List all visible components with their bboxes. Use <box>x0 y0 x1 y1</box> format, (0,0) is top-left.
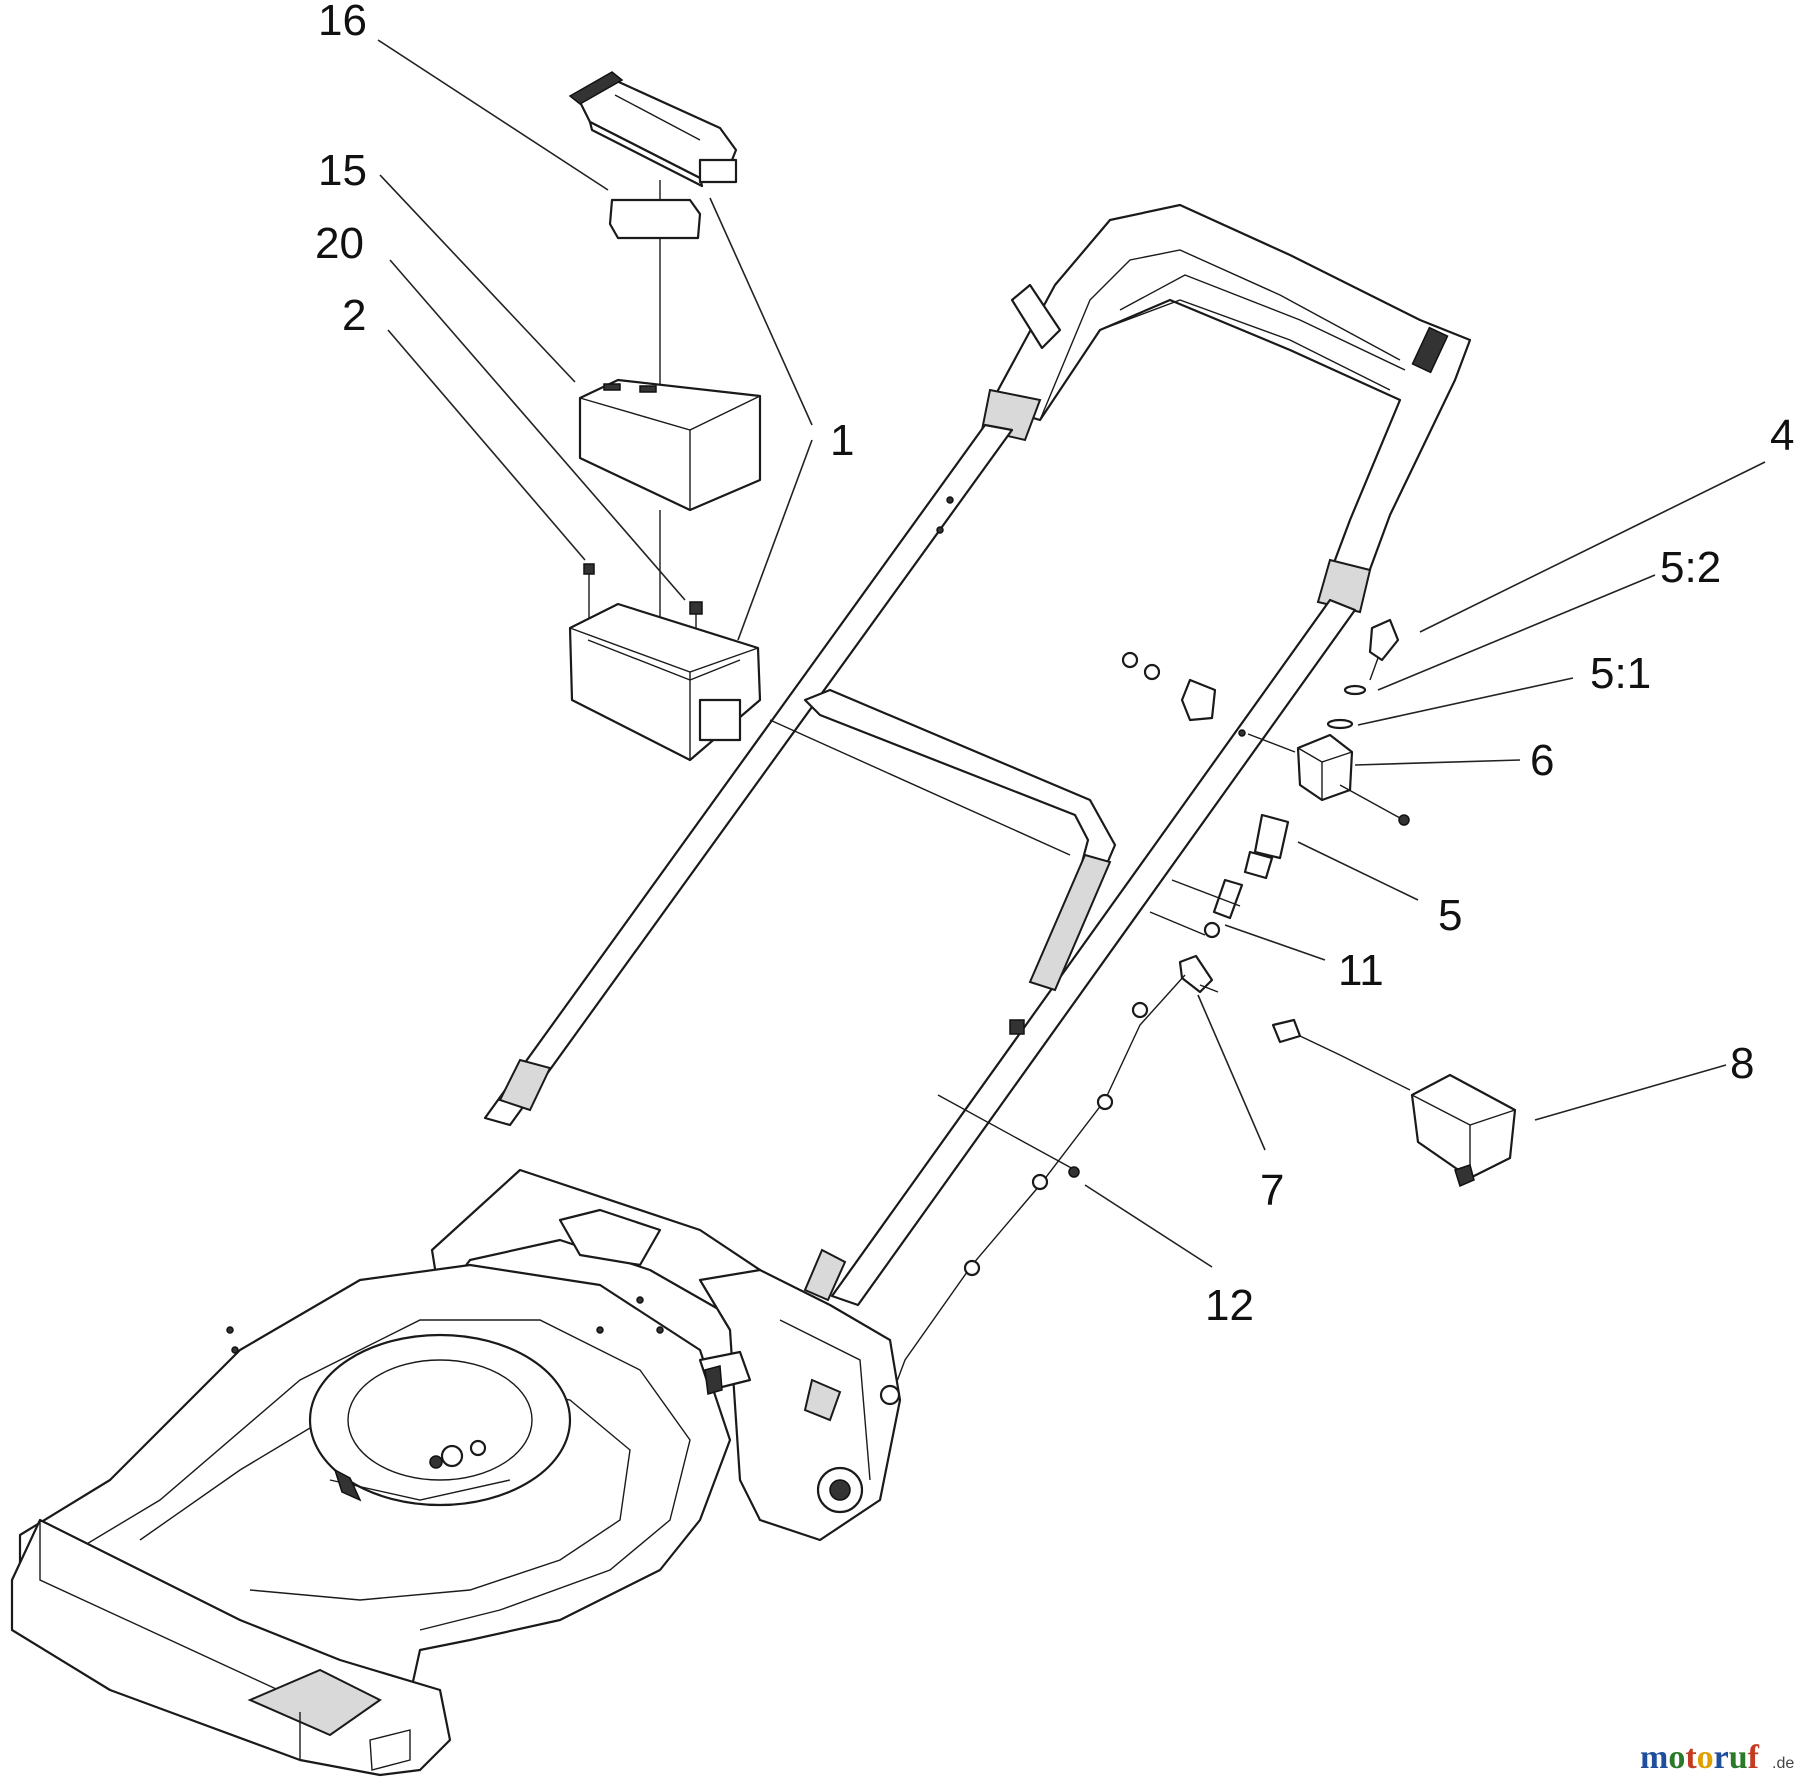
battery <box>578 378 762 512</box>
leader-11 <box>1224 924 1326 961</box>
battery-tray <box>568 602 762 762</box>
leader-20 <box>389 259 686 601</box>
callout-11: 11 <box>1338 946 1384 995</box>
watermark-letter: t <box>1685 1739 1697 1776</box>
callout-5: 5 <box>1438 891 1462 940</box>
callout-1: 1 <box>830 416 854 465</box>
leader-12 <box>1084 1184 1213 1268</box>
watermark-brand: motoruf <box>1640 1739 1760 1776</box>
watermark-letter: o <box>1697 1739 1714 1776</box>
callout-7: 7 <box>1260 1166 1284 1215</box>
callout-12: 12 <box>1205 1281 1254 1330</box>
leader-6 <box>1354 759 1521 766</box>
charger <box>1271 1018 1517 1188</box>
leader-lines <box>377 39 1766 1268</box>
leader-1b <box>737 439 813 641</box>
leader-5 <box>1297 841 1419 901</box>
handle-upper-bar <box>980 203 1472 614</box>
battery-cover <box>568 71 738 188</box>
watermark-letter: o <box>1668 1739 1685 1776</box>
callout-5-2: 5:2 <box>1660 543 1721 592</box>
callout-labels: 16 15 20 2 1 4 5:2 5:1 6 5 11 7 8 12 <box>315 0 1794 1330</box>
switch-assembly <box>1121 618 1410 994</box>
leader-8 <box>1534 1064 1727 1121</box>
watermark-letter: u <box>1729 1739 1748 1776</box>
watermark-suffix: .de <box>1772 1755 1794 1772</box>
foam-pad <box>608 198 702 240</box>
callout-6: 6 <box>1530 736 1554 785</box>
watermark-letter: f <box>1748 1739 1760 1776</box>
wire-harness <box>889 974 1186 1401</box>
watermark-letter: r <box>1714 1739 1729 1776</box>
leader-15 <box>379 174 576 383</box>
leader-16 <box>377 39 609 191</box>
leader-7 <box>1197 994 1266 1151</box>
watermark-logo: motoruf .de <box>1640 1739 1794 1776</box>
handle-rails <box>483 423 1357 1307</box>
callout-2: 2 <box>342 291 366 340</box>
callout-5-1: 5:1 <box>1590 649 1651 698</box>
leader-1a <box>709 197 813 426</box>
callout-15: 15 <box>318 146 367 195</box>
callout-8: 8 <box>1730 1039 1754 1088</box>
leader-4 <box>1419 461 1766 633</box>
leader-5-1 <box>1357 677 1574 726</box>
callout-20: 20 <box>315 219 364 268</box>
mower-deck <box>10 1168 902 1777</box>
watermark-letter: m <box>1640 1739 1668 1776</box>
callout-16: 16 <box>318 0 367 45</box>
leader-2 <box>387 329 586 561</box>
leader-5-2 <box>1377 574 1656 691</box>
callout-4: 4 <box>1770 411 1794 460</box>
